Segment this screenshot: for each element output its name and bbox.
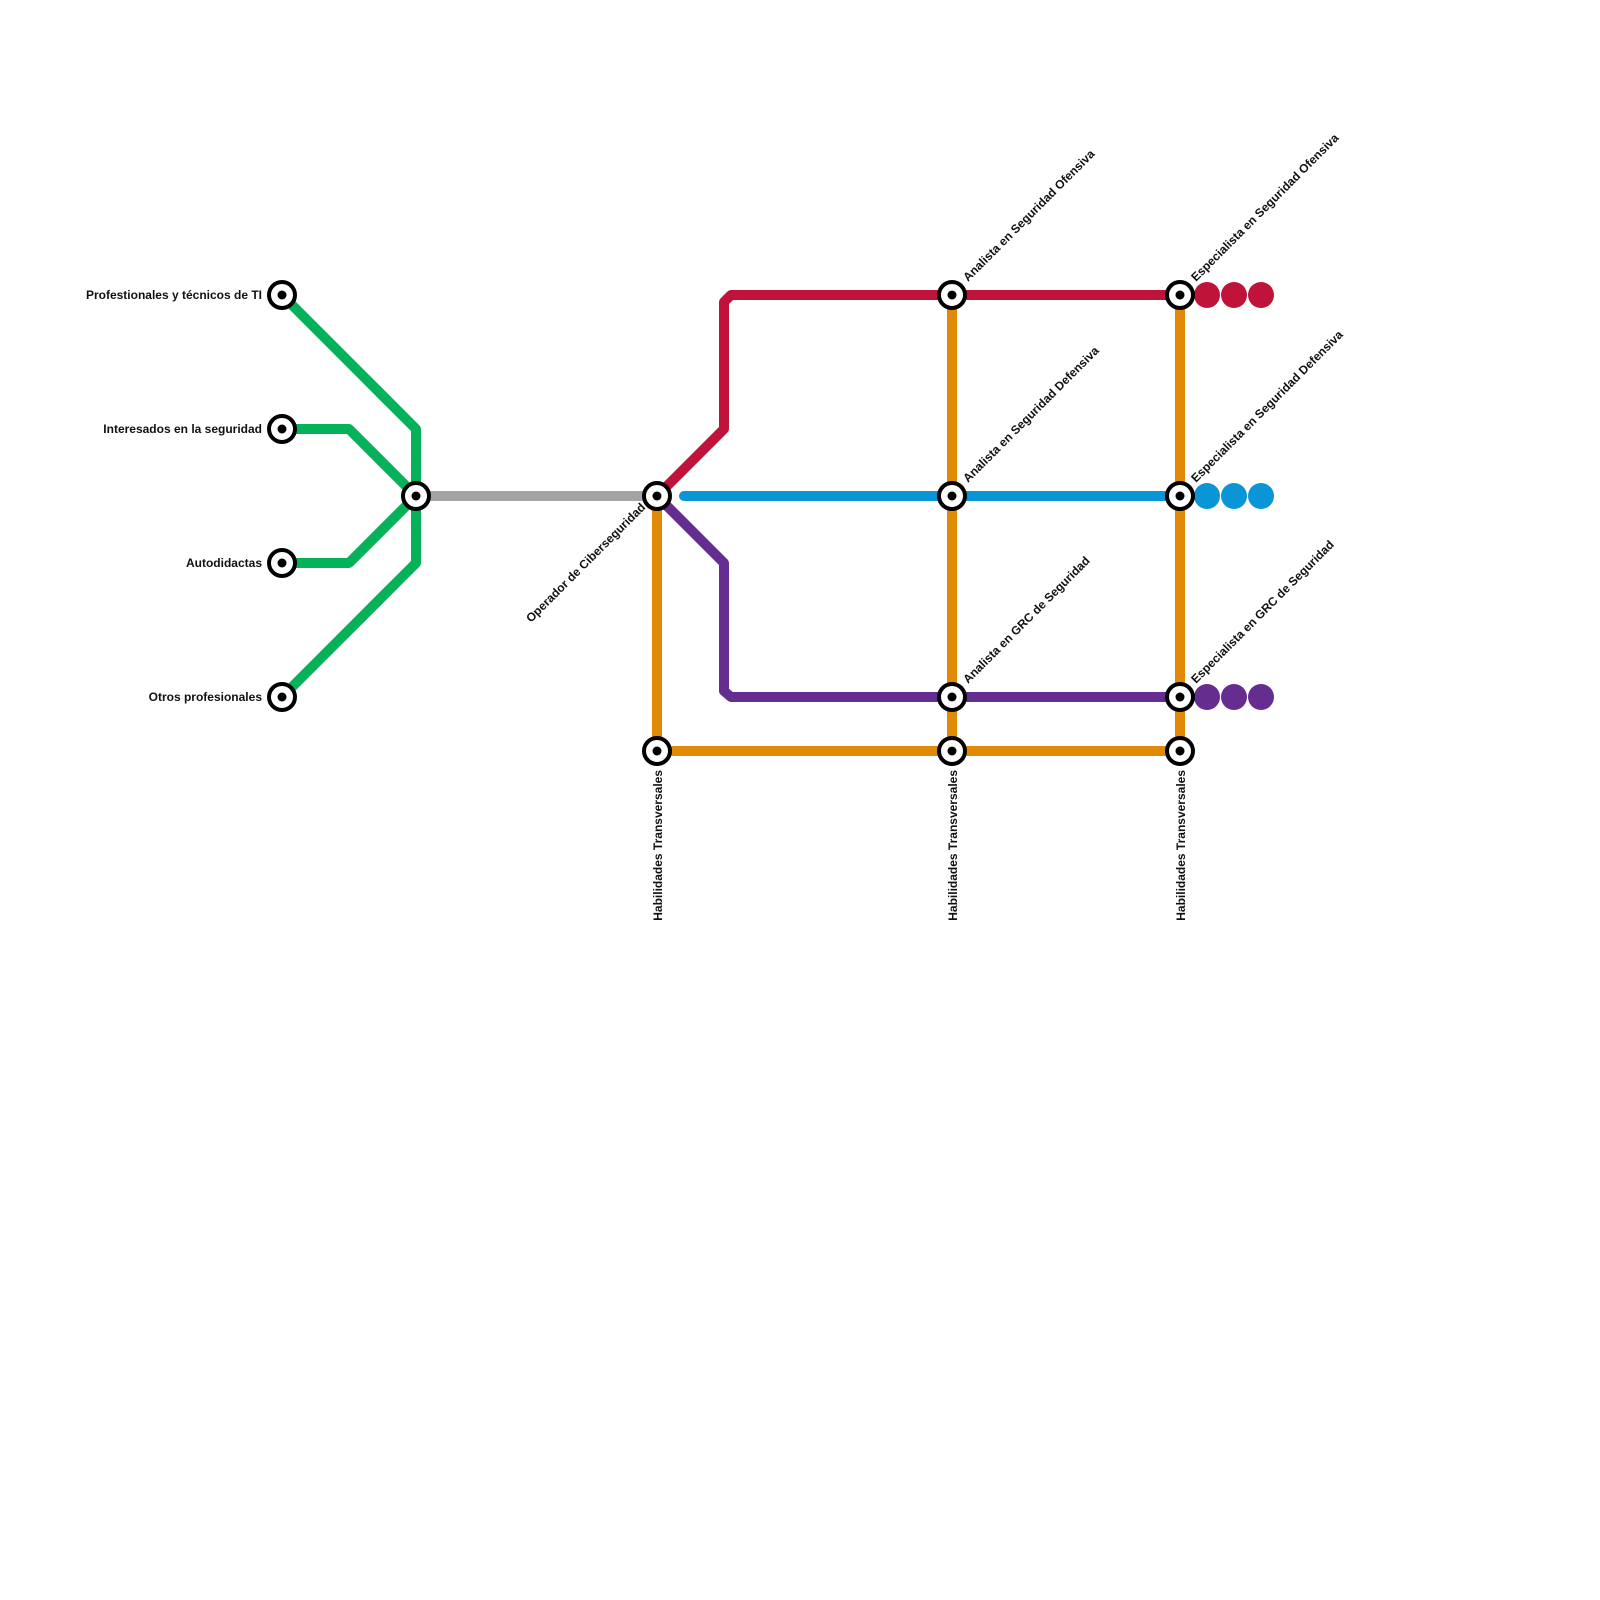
station-specialist-grc[interactable] <box>1165 682 1195 712</box>
label-analyst-defensive: Analista en Seguridad Defensiva <box>960 343 1102 485</box>
entry-branch-selftaught <box>277 498 414 568</box>
station-it-professionals[interactable] <box>267 280 297 310</box>
grc-continuation-dot <box>1194 684 1220 710</box>
station-self-taught[interactable] <box>267 548 297 578</box>
station-security-interested[interactable] <box>267 414 297 444</box>
station-transversal-2[interactable] <box>937 736 967 766</box>
station-transversal-3[interactable] <box>1165 736 1195 766</box>
line-grc <box>652 491 1185 702</box>
offensive-continuation-dot <box>1194 282 1220 308</box>
station-operator[interactable] <box>642 481 672 511</box>
defensive-continuation-dot <box>1221 483 1247 509</box>
station-specialist-defensive[interactable] <box>1165 481 1195 511</box>
station-transversal-1[interactable] <box>642 736 672 766</box>
continuation-dots <box>1194 282 1274 710</box>
grc-continuation-dot <box>1221 684 1247 710</box>
station-other-professionals[interactable] <box>267 682 297 712</box>
label-transversal-2: Habilidades Transversales <box>946 770 960 921</box>
station-analyst-grc[interactable] <box>937 682 967 712</box>
label-transversal-1: Habilidades Transversales <box>651 770 665 921</box>
label-transversal-3: Habilidades Transversales <box>1174 770 1188 921</box>
label-self-taught: Autodidactas <box>186 556 262 570</box>
station-labels: Profestionales y técnicos de TI Interesa… <box>86 131 1346 921</box>
stations <box>267 280 1195 766</box>
entry-branch-it <box>277 290 421 501</box>
label-operator: Operador de Ciberseguridad <box>523 500 648 625</box>
station-analyst-defensive[interactable] <box>937 481 967 511</box>
line-entry <box>277 290 421 702</box>
label-specialist-grc: Especialista en GRC de Seguridad <box>1188 538 1337 687</box>
grc-continuation-dot <box>1248 684 1274 710</box>
label-specialist-defensive: Especialista en Seguridad Defensiva <box>1188 327 1346 485</box>
defensive-continuation-dot <box>1248 483 1274 509</box>
label-analyst-offensive: Analista en Seguridad Ofensiva <box>960 147 1097 284</box>
defensive-continuation-dot <box>1194 483 1220 509</box>
offensive-continuation-dot <box>1221 282 1247 308</box>
label-other-professionals: Otros profesionales <box>149 690 263 704</box>
label-analyst-grc: Analista en GRC de Seguridad <box>960 554 1092 686</box>
label-it-professionals: Profestionales y técnicos de TI <box>86 288 262 302</box>
entry-branch-other <box>277 491 421 702</box>
offensive-continuation-dot <box>1248 282 1274 308</box>
station-analyst-offensive[interactable] <box>937 280 967 310</box>
line-transversal <box>652 291 1185 756</box>
routes <box>277 290 1185 756</box>
label-specialist-offensive: Especialista en Seguridad Ofensiva <box>1188 131 1341 284</box>
line-offensive <box>652 290 1185 501</box>
station-hub[interactable] <box>401 481 431 511</box>
station-specialist-offensive[interactable] <box>1165 280 1195 310</box>
entry-branch-interested <box>277 424 414 494</box>
label-security-interested: Interesados en la seguridad <box>103 422 262 436</box>
